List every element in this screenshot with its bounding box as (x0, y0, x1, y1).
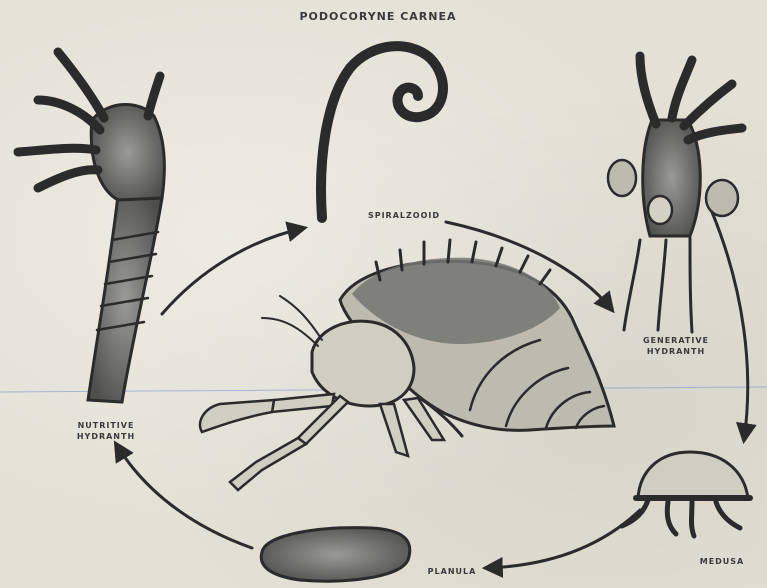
label-generative-hydranth-line1: GENERATIVE (643, 336, 709, 345)
medusa-illustration (622, 452, 750, 536)
hermit-crab-with-shell-illustration (200, 240, 614, 490)
label-nutritive-hydranth-line2: HYDRANTH (77, 432, 135, 441)
label-nutritive-hydranth-line1: NUTRITIVE (78, 421, 135, 430)
arrow-generative-to-medusa (712, 212, 748, 440)
label-medusa: MEDUSA (700, 557, 745, 566)
generative-hydranth-illustration (608, 56, 742, 332)
diagram-title: PODOCORYNE CARNEA (300, 10, 457, 23)
spiral-zooid-illustration (321, 46, 443, 218)
arrow-planula-to-nutritive (116, 444, 252, 548)
planula-illustration (261, 528, 410, 581)
arrow-medusa-to-planula (486, 510, 640, 568)
arrow-nutritive-to-spiral (162, 228, 304, 314)
label-spiral-zooid: SPIRALZOOID (368, 211, 440, 220)
label-generative-hydranth-line2: HYDRANTH (647, 347, 705, 356)
label-planula: PLANULA (428, 567, 477, 576)
nutritive-hydranth-illustration (18, 52, 164, 402)
